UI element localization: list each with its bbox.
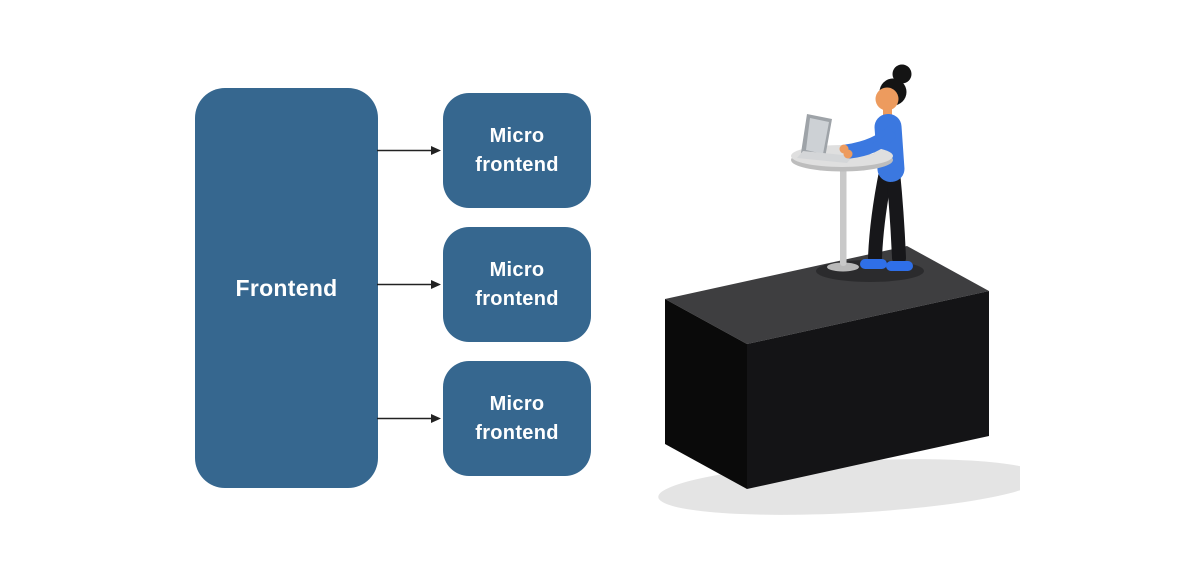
micro-frontend-box-2: Micro frontend (443, 227, 591, 342)
laptop-icon (797, 114, 853, 163)
micro-frontend-box-3: Micro frontend (443, 361, 591, 476)
laptop-keyboard (797, 151, 853, 163)
micro-frontend-label-2: Micro frontend (475, 258, 559, 310)
person-at-standing-desk-icon (860, 64, 913, 271)
micro-frontend-label-1: Micro frontend (475, 124, 559, 176)
connector-arrows (377, 146, 441, 423)
person-face (875, 87, 899, 111)
person-right-shoe (886, 261, 913, 271)
desk-leg (840, 162, 847, 266)
person-right-leg (886, 165, 906, 265)
micro-frontend-box-1: Micro frontend (443, 93, 591, 208)
cube-left-face (665, 299, 747, 489)
frontend-box: Frontend (195, 88, 378, 488)
laptop-screen (806, 118, 829, 154)
frontend-label: Frontend (235, 274, 338, 301)
person-left-leg (868, 165, 893, 265)
standing-desk-icon (827, 162, 859, 272)
arrow-head (431, 414, 441, 423)
person-hair-bun (892, 64, 912, 84)
person-arm-lower (845, 131, 896, 159)
person-hand-2 (843, 149, 853, 159)
arrow-head (431, 280, 441, 289)
arrow-bottom-icon (377, 414, 441, 423)
illustration (658, 64, 1020, 515)
person-arm-upper (841, 123, 898, 154)
arrow-head (431, 146, 441, 155)
person-arms (839, 123, 898, 159)
cube-pedestal-icon (665, 246, 989, 489)
cube-front-face (747, 291, 989, 489)
arrow-middle-icon (377, 280, 441, 289)
arrow-top-icon (377, 146, 441, 155)
desk-base (827, 262, 859, 272)
person-left-shoe (860, 259, 887, 269)
micro-frontend-label-3: Micro frontend (475, 392, 559, 444)
